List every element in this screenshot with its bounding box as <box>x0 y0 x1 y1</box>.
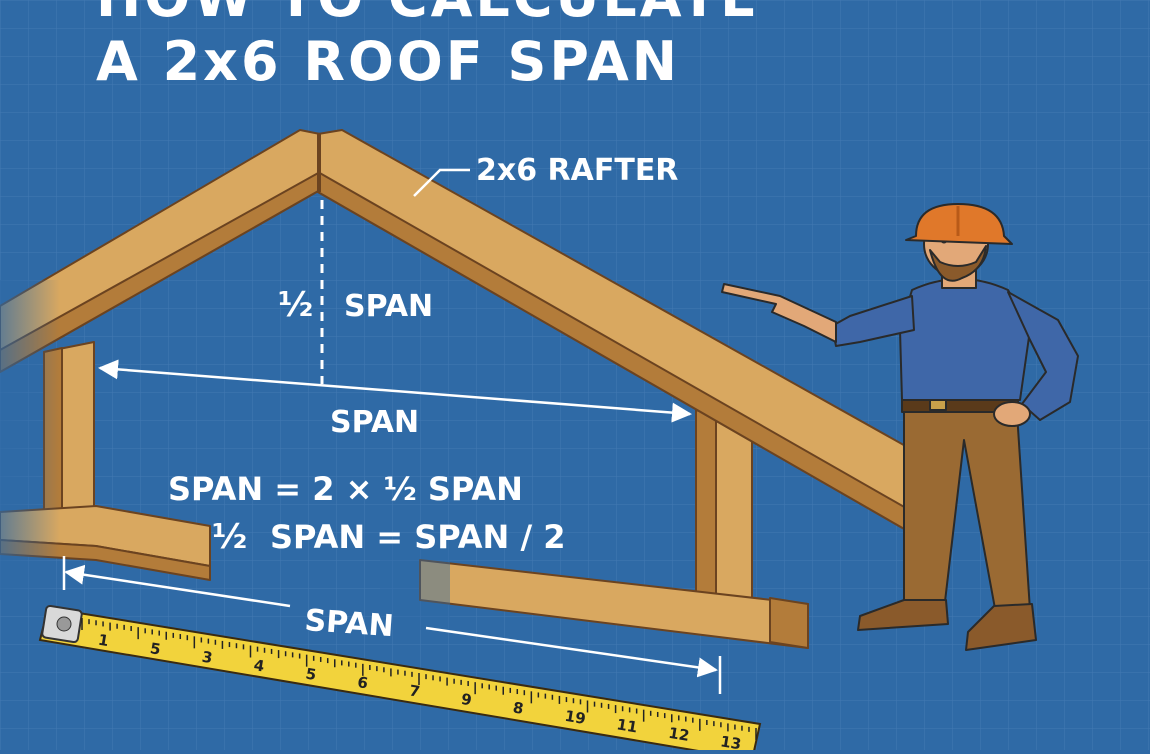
worker-boot-right <box>965 603 1037 651</box>
tape-number: 11 <box>615 715 639 736</box>
roof-frame <box>0 129 935 649</box>
formula-span: SPAN = 2 × ½ SPAN <box>168 470 523 508</box>
tape-number: 3 <box>201 648 214 667</box>
rafter-label: 2x6 RAFTER <box>476 153 678 188</box>
span-bottom-arrow-left <box>64 564 291 608</box>
tape-number: 5 <box>304 665 317 684</box>
span-inner-arrow <box>98 359 692 423</box>
tape-number: 1 <box>97 631 110 650</box>
worker-boot-left <box>857 599 949 631</box>
span-inner-label: SPAN <box>330 405 419 440</box>
tape-number: 19 <box>564 707 588 728</box>
measuring-tape: 1 5 3 4 5 6 7 9 8 19 11 12 13 <box>38 604 762 754</box>
tape-number: 13 <box>719 732 743 750</box>
tape-number: 7 <box>408 681 421 700</box>
page-title-line2: A 2x6 ROOF SPAN <box>96 30 680 93</box>
span-bottom-arrow-right <box>425 626 718 678</box>
worker-shirt <box>899 278 1031 401</box>
rafter-leader-line <box>413 168 470 197</box>
tape-number: 5 <box>149 639 162 658</box>
worker-illustration <box>721 203 1079 651</box>
half-span-label: SPAN <box>344 289 433 324</box>
formula-half-span: SPAN = SPAN / 2 <box>270 518 566 556</box>
tape-number: 12 <box>667 724 691 745</box>
span-bottom-label: SPAN <box>303 603 394 644</box>
half-span-fraction: ½ <box>278 285 313 325</box>
tape-number: 8 <box>512 698 525 717</box>
formula-half-fraction: ½ <box>212 517 247 557</box>
tape-number: 9 <box>460 690 473 709</box>
tape-number: 4 <box>252 656 265 675</box>
tape-number: 6 <box>356 673 369 692</box>
page-title-line1: HOW TO CALCULATE <box>96 0 760 29</box>
